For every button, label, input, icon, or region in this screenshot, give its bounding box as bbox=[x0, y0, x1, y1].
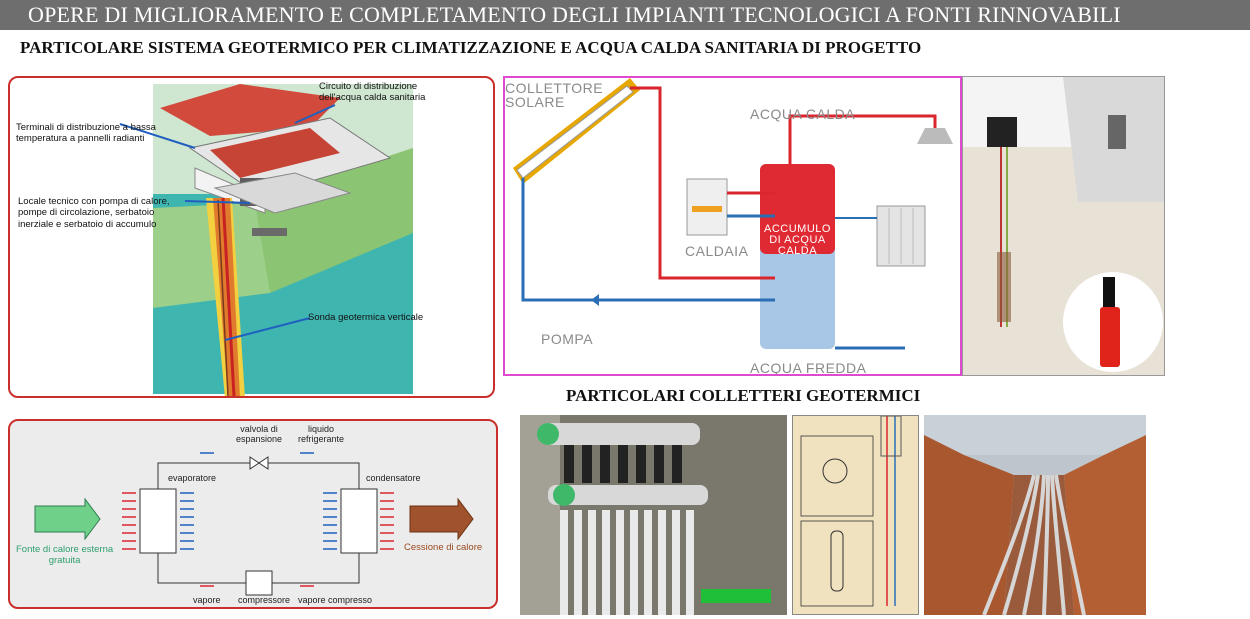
heat-pump-cycle-panel: valvola di espansione liquido refrigeran… bbox=[8, 419, 498, 609]
probe-label: Sonda geotermica verticale bbox=[308, 312, 424, 323]
probe-installation-illustration bbox=[963, 77, 1164, 372]
probe-section-illustration bbox=[800, 416, 902, 607]
trench-photo bbox=[924, 415, 1146, 615]
boiler-label: CALDAIA bbox=[685, 243, 749, 259]
pump-label: POMPA bbox=[541, 331, 594, 347]
banner-title: OPERE DI MIGLIORAMENTO E COMPLETAMENTO D… bbox=[28, 2, 1121, 27]
collectors-heading: PARTICOLARI COLLETTERI GEOTERMICI bbox=[566, 386, 921, 405]
circuit-label: Circuito di distribuzione dell'acqua cal… bbox=[319, 81, 426, 104]
terminals-label: Terminali di distribuzione a bassa tempe… bbox=[16, 122, 156, 145]
heat-release-label: Cessione di calore bbox=[404, 542, 483, 553]
heat-pump-cycle-diagram bbox=[34, 452, 474, 596]
probe-section-drawing bbox=[792, 415, 919, 615]
house-cutaway-illustration bbox=[119, 84, 413, 396]
tech-room-label: Locale tecnico con pompa di calore, pomp… bbox=[18, 196, 170, 230]
solar-scheme-panel: COLLETTORE SOLARE ACQUA CALDA CALDAIA AC… bbox=[503, 76, 962, 376]
manifold-photo-illustration bbox=[520, 415, 787, 615]
geothermal-house-panel: Circuito di distribuzione dell'acqua cal… bbox=[8, 76, 495, 398]
hot-water-label: ACQUA CALDA bbox=[750, 106, 856, 122]
storage-tank-label: ACCUMULO DI ACQUA CALDA bbox=[764, 223, 831, 257]
refrigerant-label: liquido refrigerante bbox=[298, 424, 345, 445]
compressor-label: compressore bbox=[238, 595, 291, 605]
solar-collector-label: COLLETTORE SOLARE bbox=[505, 80, 604, 110]
geothermal-heading: PARTICOLARE SISTEMA GEOTERMICO PER CLIMA… bbox=[20, 38, 922, 57]
manifold-photo bbox=[520, 415, 787, 615]
solar-scheme-diagram bbox=[513, 78, 953, 350]
compressed-vapor-label: vapore compresso bbox=[298, 595, 373, 605]
condenser-label: condensatore bbox=[366, 473, 421, 483]
title-banner: OPERE DI MIGLIORAMENTO E COMPLETAMENTO D… bbox=[0, 0, 1250, 30]
expansion-valve-label: valvola di espansione bbox=[236, 424, 283, 445]
free-heat-source-label: Fonte di calore esterna gratuita bbox=[16, 544, 114, 566]
vapor-label: vapore bbox=[193, 595, 221, 605]
evaporator-label: evaporatore bbox=[168, 473, 217, 483]
trench-photo-illustration bbox=[924, 415, 1146, 615]
probe-illustration-panel bbox=[962, 76, 1165, 376]
cold-water-label: ACQUA FREDDA bbox=[750, 360, 867, 376]
